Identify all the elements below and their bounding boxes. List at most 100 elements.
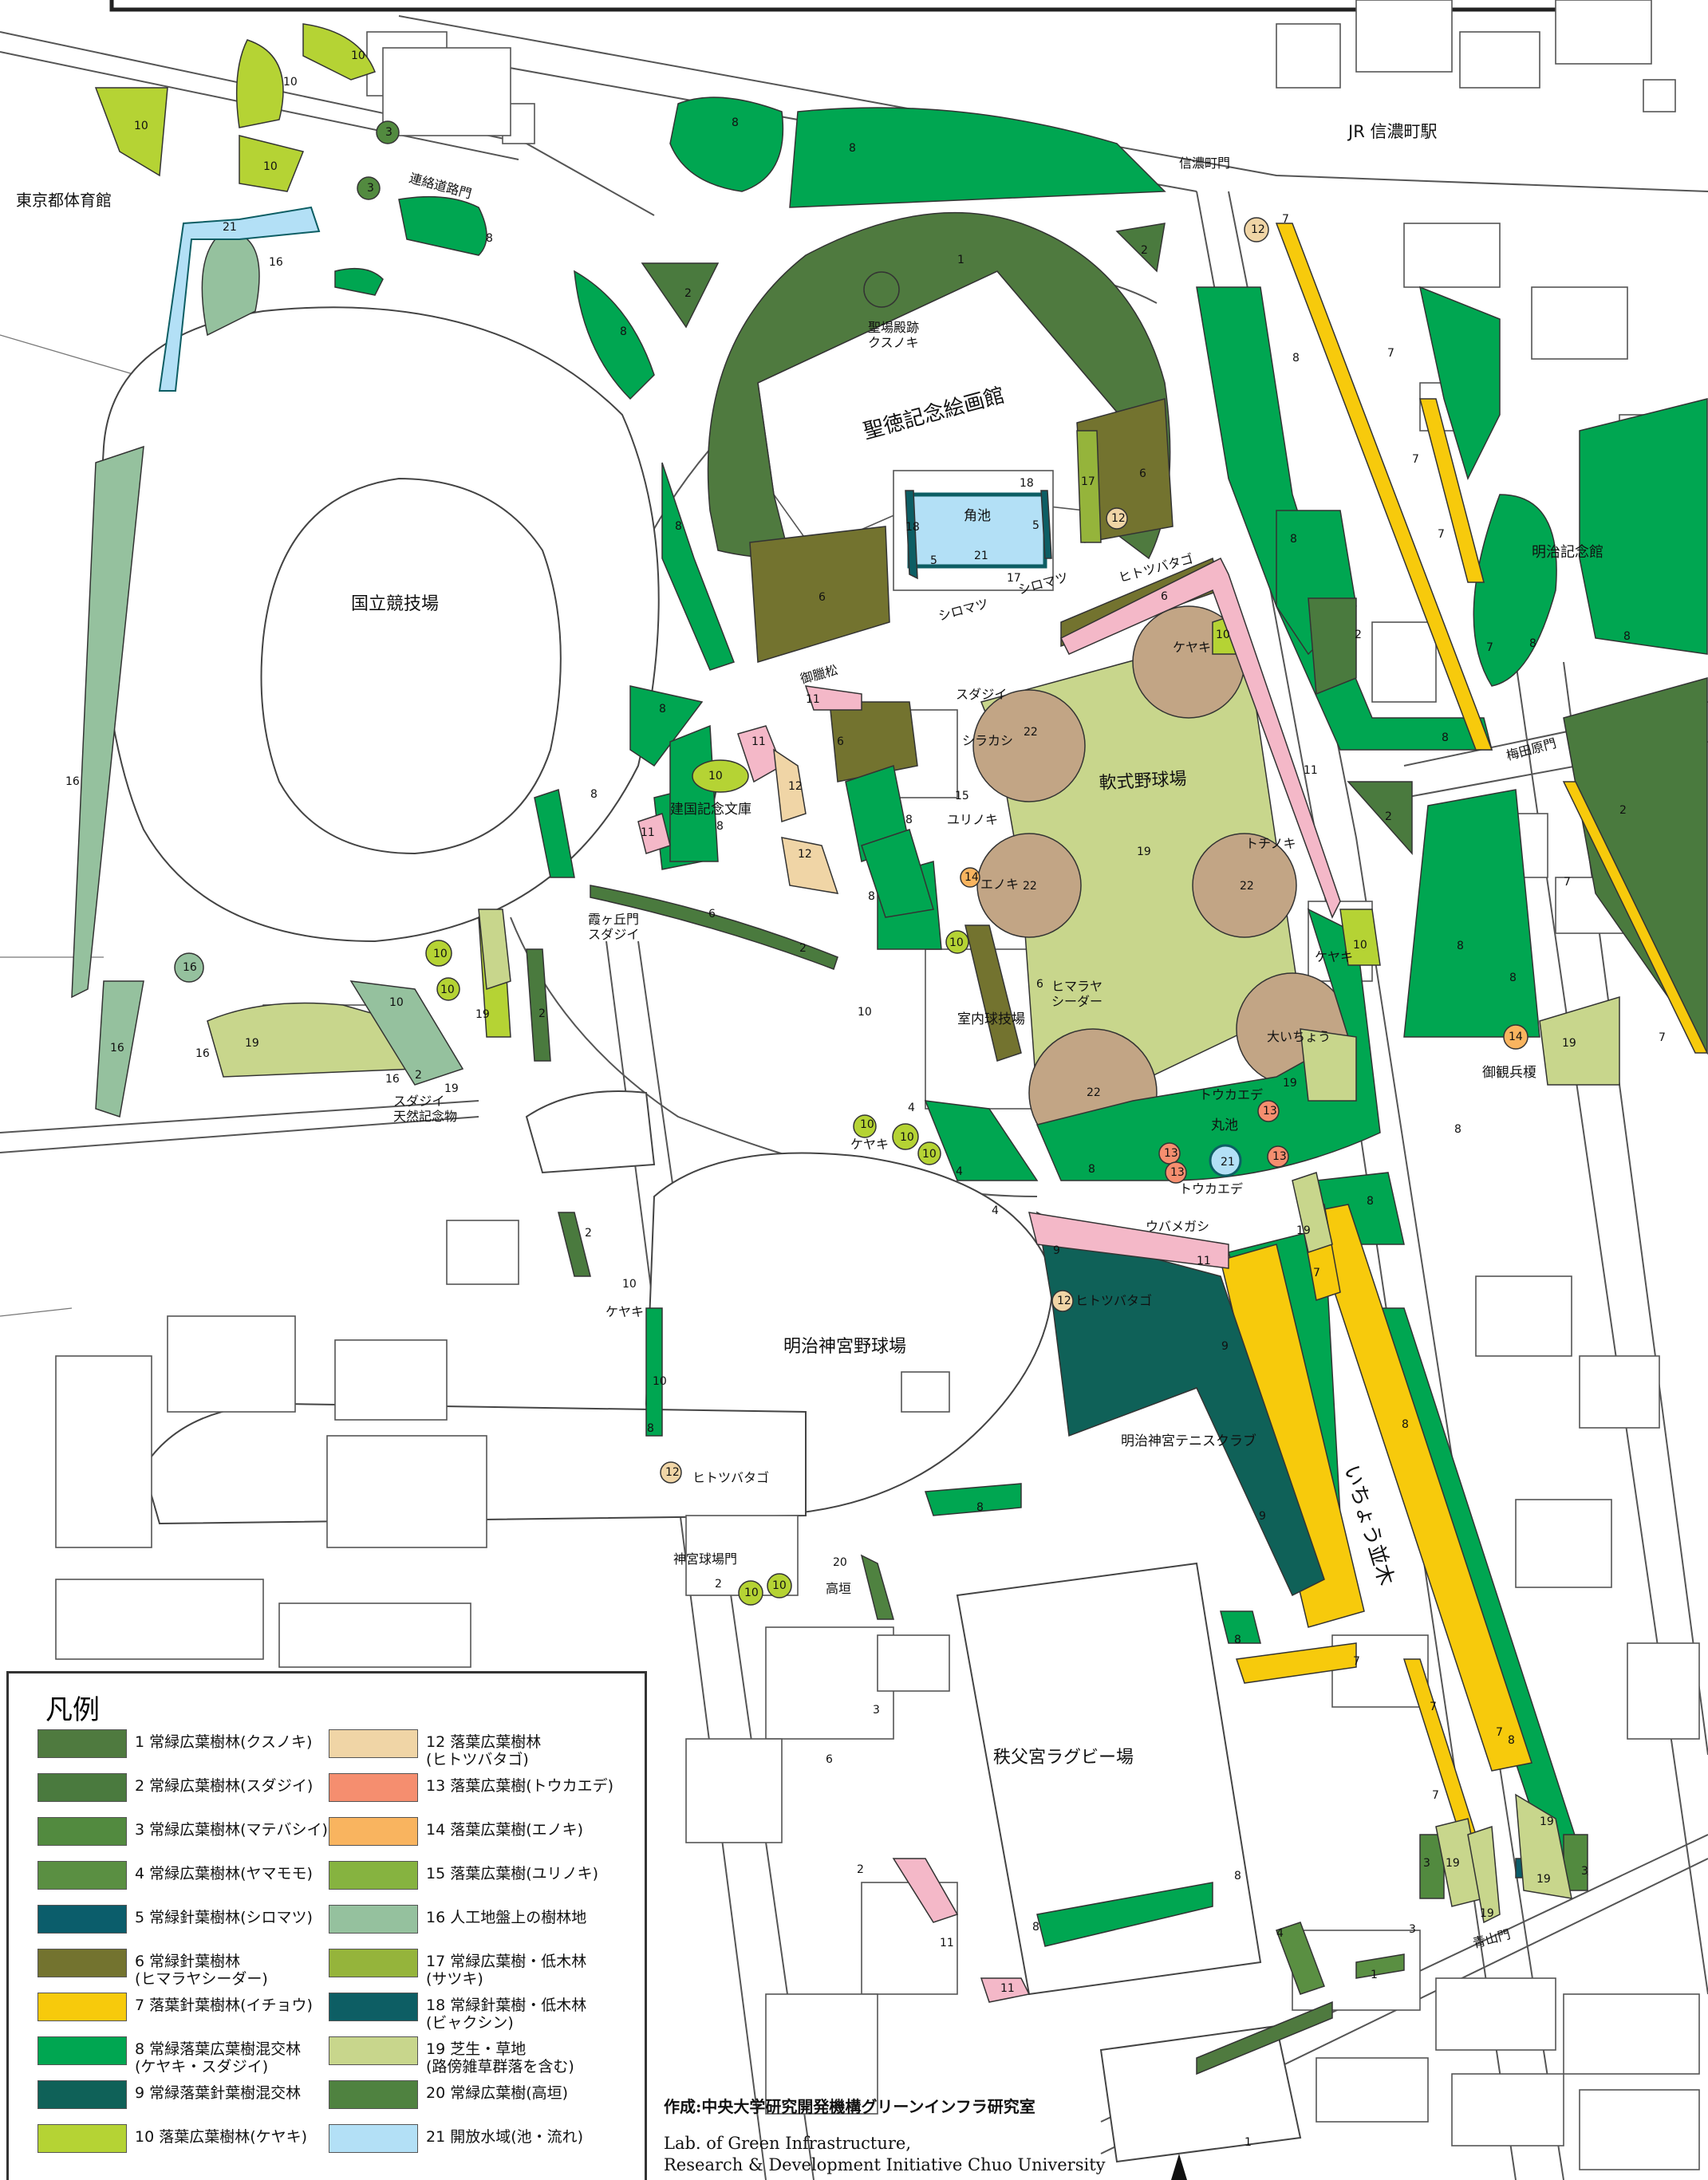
svg-text:10: 10 [622, 1278, 637, 1291]
svg-text:19: 19 [1562, 1037, 1576, 1050]
svg-text:8: 8 [1234, 1634, 1241, 1646]
svg-text:11: 11 [1304, 764, 1318, 777]
svg-text:3: 3 [1409, 1923, 1416, 1936]
svg-text:9: 9 [1221, 1340, 1229, 1353]
svg-text:16: 16 [65, 775, 80, 788]
legend-title: 凡例 [45, 1694, 100, 1726]
legend-swatch [329, 2080, 418, 2109]
svg-text:10: 10 [860, 1118, 874, 1131]
svg-text:4: 4 [908, 1102, 915, 1114]
svg-text:21: 21 [1221, 1156, 1235, 1169]
label-jingu-stadium: 明治神宮野球場 [783, 1337, 906, 1357]
svg-text:10: 10 [433, 948, 448, 960]
label-chichibu: 秩父宮ラグビー場 [993, 1748, 1134, 1768]
svg-text:10: 10 [1353, 939, 1367, 952]
credit-block: 作成:中央大学研究開発機構グリーンインフラ研究室 Lab. of Green I… [664, 2094, 1110, 2176]
svg-text:2: 2 [684, 287, 692, 300]
label-tree: シラカシ [962, 733, 1013, 748]
svg-text:11: 11 [641, 826, 655, 839]
svg-text:8: 8 [976, 1501, 984, 1514]
legend-swatch [37, 1949, 127, 1977]
svg-text:10: 10 [263, 160, 278, 173]
legend-swatch [329, 1949, 418, 1977]
svg-text:2: 2 [538, 1007, 546, 1020]
svg-text:11: 11 [751, 735, 766, 748]
label-kakuike: 角池 [964, 508, 991, 524]
svg-text:3: 3 [367, 182, 374, 195]
svg-text:8: 8 [849, 142, 856, 155]
svg-text:7: 7 [1564, 876, 1571, 889]
legend-item: 12 落葉広葉樹林 (ヒトツバタゴ) [329, 1729, 632, 1771]
svg-text:12: 12 [1111, 512, 1126, 525]
svg-text:8: 8 [1509, 972, 1517, 984]
svg-text:8: 8 [716, 820, 724, 833]
svg-text:8: 8 [1088, 1163, 1095, 1176]
svg-text:6: 6 [708, 908, 716, 920]
svg-text:1: 1 [1245, 2136, 1252, 2149]
label-kusunoki-site: 聖場殿跡クスノキ [868, 320, 919, 350]
svg-text:13: 13 [1164, 1147, 1178, 1160]
svg-text:8: 8 [1442, 731, 1449, 744]
label-meiji-kinenkan: 明治記念館 [1532, 543, 1603, 561]
svg-text:12: 12 [1057, 1295, 1071, 1307]
label-tree: ウバメガシ [1146, 1219, 1209, 1234]
svg-text:11: 11 [1000, 1982, 1015, 1995]
svg-text:19: 19 [1540, 1815, 1554, 1828]
legend-label: 17 常緑広葉樹・低木林 (サツキ) [426, 1953, 587, 1988]
svg-text:17: 17 [1007, 572, 1021, 585]
svg-text:19: 19 [444, 1082, 459, 1095]
svg-text:6: 6 [826, 1753, 833, 1766]
svg-text:7: 7 [1412, 453, 1419, 466]
svg-text:5: 5 [930, 554, 937, 567]
legend-item: 17 常緑広葉樹・低木林 (サツキ) [329, 1949, 632, 1990]
svg-text:19: 19 [1296, 1224, 1311, 1237]
legend-item: 15 落葉広葉樹(ユリノキ) [329, 1861, 632, 1902]
svg-text:9: 9 [1053, 1244, 1060, 1257]
area-number-markers: 111 222 222 222 22 333 333 444 4 55 666 … [65, 49, 1666, 2149]
svg-text:7: 7 [1496, 1726, 1503, 1739]
svg-text:12: 12 [798, 848, 812, 861]
svg-text:6: 6 [1139, 467, 1146, 480]
legend-item: 9 常緑落葉針葉樹混交林 [37, 2080, 341, 2122]
label-tree: ケヤキ [1173, 640, 1211, 655]
legend-label: 10 落葉広葉樹林(ケヤキ) [135, 2128, 308, 2146]
svg-text:3: 3 [385, 126, 392, 139]
svg-text:3: 3 [1581, 1865, 1588, 1878]
legend-swatch [329, 1861, 418, 1890]
label-maruike: 丸池 [1211, 1118, 1238, 1133]
svg-text:8: 8 [1292, 352, 1300, 365]
label-tree: 高垣 [826, 1581, 851, 1596]
svg-text:2: 2 [415, 1069, 422, 1082]
legend-label: 1 常緑広葉樹林(クスノキ) [135, 1733, 313, 1751]
svg-text:10: 10 [351, 49, 365, 62]
svg-text:8: 8 [1402, 1418, 1409, 1431]
svg-text:7: 7 [1282, 213, 1289, 226]
label-tree: ヒトツバタゴ [1075, 1293, 1152, 1308]
legend-swatch [329, 1993, 418, 2021]
svg-text:8: 8 [1290, 533, 1297, 546]
label-tokyo-gym: 東京都体育館 [16, 191, 112, 210]
legend-item: 18 常緑針葉樹・低木林 (ビャクシン) [329, 1993, 632, 2034]
svg-text:10: 10 [653, 1375, 667, 1388]
legend-item: 1 常緑広葉樹林(クスノキ) [37, 1729, 341, 1771]
svg-text:8: 8 [590, 788, 598, 801]
svg-text:9: 9 [1259, 1510, 1266, 1523]
legend: 凡例 1 常緑広葉樹林(クスノキ)2 常緑広葉樹林(スダジイ)3 常緑広葉樹林(… [6, 1671, 647, 2180]
svg-text:7: 7 [1438, 528, 1445, 541]
svg-text:8: 8 [1367, 1195, 1374, 1208]
legend-swatch [37, 2036, 127, 2065]
svg-text:4: 4 [992, 1204, 999, 1217]
svg-text:10: 10 [922, 1148, 937, 1161]
legend-swatch [329, 2124, 418, 2153]
svg-text:11: 11 [940, 1937, 954, 1949]
svg-text:10: 10 [949, 936, 964, 949]
label-tree: トウカエデ [1199, 1087, 1263, 1102]
svg-text:3: 3 [1423, 1857, 1430, 1870]
svg-text:8: 8 [1529, 637, 1536, 650]
svg-text:13: 13 [1263, 1105, 1277, 1118]
legend-item: 6 常緑針葉樹林 (ヒマラヤシーダー) [37, 1949, 341, 1990]
label-tree: ケヤキ [850, 1137, 889, 1152]
label-gate-shinanomachi: 信濃町門 [1179, 156, 1230, 171]
svg-text:2: 2 [1385, 810, 1392, 823]
legend-label: 12 落葉広葉樹林 (ヒトツバタゴ) [426, 1733, 542, 1768]
